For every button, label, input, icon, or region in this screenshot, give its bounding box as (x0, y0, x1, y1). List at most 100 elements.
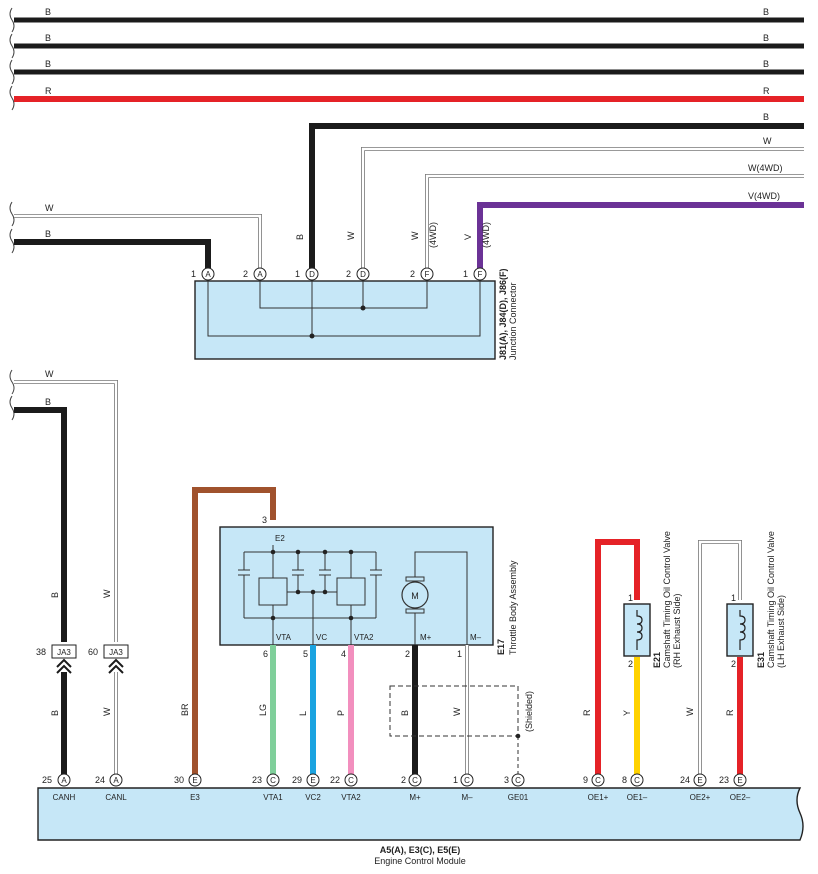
ecm-pin-mminus: 1 C M– (453, 773, 474, 802)
pin-number: 3 (504, 775, 509, 785)
junction-pin-a2: 2 A (243, 267, 267, 281)
wire-break-mark (9, 7, 15, 33)
pin-circle (57, 773, 71, 787)
splice-dot (515, 733, 521, 739)
pin-letter: C (412, 776, 418, 785)
pin-circle (356, 267, 370, 281)
wire-break-mark (9, 33, 15, 59)
junction-connector-name: Junction Connector (508, 282, 518, 360)
wire-label: W (452, 707, 462, 716)
pin-number: 2 (410, 269, 415, 279)
e21-name: Camshaft Timing Oil Control Valve (662, 531, 672, 668)
pin-circle (473, 267, 487, 281)
wire-label: W (102, 707, 112, 716)
wire-label: V (463, 234, 473, 240)
terminal-label: VTA2 (341, 793, 361, 802)
e31-oil-control-valve: 1 2 W R E31 Camshaft Timing Oil Control … (685, 531, 786, 776)
pin-letter: E (697, 776, 702, 785)
pin-number: 24 (95, 775, 105, 785)
wire-b-junction-a1 (14, 239, 211, 270)
pin-number: 1 (191, 269, 196, 279)
throttle-body-assembly: 3 E2 (219, 515, 518, 659)
terminal-label: M– (461, 793, 473, 802)
connector-box (51, 644, 77, 659)
pin-letter: C (634, 776, 640, 785)
wire-v4wd-junction-f1 (477, 202, 804, 270)
pin-number: 2 (731, 659, 736, 669)
pin-letter: D (360, 270, 366, 279)
wire-break-mark (9, 395, 15, 421)
wire-w-can-upper (14, 380, 118, 642)
terminal-label: VTA (276, 633, 292, 642)
pin-circle (109, 773, 123, 787)
pin-letter: F (425, 270, 430, 279)
engine-control-module: 25 A CANH 24 A CANL 30 E E3 23 C VTA1 29… (37, 773, 804, 866)
sensor-circuit (238, 545, 382, 645)
wire-label: B (45, 229, 51, 239)
ecm-pin-canh: 25 A CANH (42, 773, 76, 802)
pin-letter: A (61, 776, 67, 785)
terminal-label: M+ (409, 793, 421, 802)
pin-circle (188, 773, 202, 787)
wire-b-junction-d1 (309, 123, 804, 270)
pin-number: 2 (405, 649, 410, 659)
pin-number: 2 (401, 775, 406, 785)
pin-letter: F (478, 270, 483, 279)
pin-circle (591, 773, 605, 787)
motor-symbol: M (411, 591, 419, 601)
pin-number: 2 (346, 269, 351, 279)
wire-label: P (336, 710, 346, 716)
terminal-label: VTA2 (354, 633, 374, 642)
ja3-connector-60: 60 JA3 (88, 644, 129, 674)
junction-inner-bus2 (259, 281, 428, 309)
top-wire-group: B B B B B B R R (9, 7, 804, 111)
motor-icon (401, 581, 429, 609)
e21-id: E21 (652, 652, 662, 668)
e31-name: Camshaft Timing Oil Control Valve (766, 531, 776, 668)
pin-number: 8 (622, 775, 627, 785)
splice-dot (360, 305, 366, 311)
e21-sub: (RH Exhaust Side) (672, 593, 682, 668)
wire-label: B (45, 7, 51, 17)
wire-note: (4WD) (428, 222, 438, 248)
pin-number: 1 (731, 593, 736, 603)
pin-circle (306, 773, 320, 787)
pin-circle (693, 773, 707, 787)
pin-letter: A (113, 776, 119, 785)
wire-label: W (763, 136, 772, 146)
wire-label: R (725, 709, 735, 716)
pin-circle (630, 773, 644, 787)
pin-circle (733, 773, 747, 787)
wire-label: V(4WD) (748, 191, 780, 201)
wire-label: W (685, 707, 695, 716)
wire-label: W (45, 203, 54, 213)
pin-number: 38 (36, 647, 46, 657)
terminal-label: E2 (275, 534, 285, 543)
terminal-label: OE1+ (588, 793, 609, 802)
wire-label: W (102, 589, 112, 598)
shield-outline (389, 685, 519, 737)
pin-number: 4 (341, 649, 346, 659)
wire-label: B (50, 710, 60, 716)
ecm-id: A5(A), E3(C), E5(E) (380, 845, 461, 855)
terminal-label: OE2– (730, 793, 751, 802)
pin-circle (305, 267, 319, 281)
pin-number: 29 (292, 775, 302, 785)
wire-label: R (582, 709, 592, 716)
wire-break-mark (9, 59, 15, 85)
solenoid-coil-icon (636, 610, 643, 650)
pin-number: 1 (463, 269, 468, 279)
e21-oil-control-valve: 1 2 R Y E21 Camshaft Timing Oil Control … (582, 531, 682, 776)
wire-label: B (763, 33, 769, 43)
junction-pin-d1: 1 D (295, 267, 319, 281)
wire-break-mark (9, 369, 15, 395)
junction-pin-f2: 2 F (410, 267, 434, 281)
junction-connector: 1 A 2 A 1 D 2 D 2 F 1 F J81(A), (191, 267, 518, 360)
ecm-pin-ge01: 3 C GE01 (504, 773, 529, 802)
pin-number: 23 (252, 775, 262, 785)
wire-label: B (763, 112, 769, 122)
ecm-body (37, 787, 804, 841)
pin-number: 1 (453, 775, 458, 785)
pin-letter: C (515, 776, 521, 785)
e31-sub: (LH Exhaust Side) (776, 595, 786, 668)
